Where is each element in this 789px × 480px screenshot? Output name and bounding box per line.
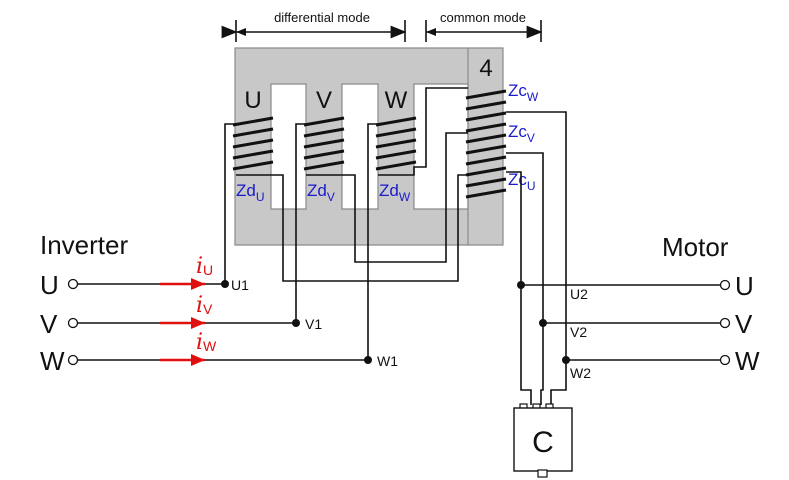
node-w2: W2 [570,365,591,381]
motor-phase-v: V [735,309,753,339]
differential-mode-dimension: differential mode common mode [221,10,543,42]
node-v2: V2 [570,324,587,340]
core-number: 4 [479,55,492,82]
junction-dots [221,280,570,364]
zd-v-label: ZdV [307,181,335,204]
node-w1: W1 [377,353,398,369]
zd-u-label: ZdU [236,181,265,204]
capacitor-label: C [532,426,554,459]
motor-phase-u: U [735,271,754,301]
motor-phase-w: W [735,346,760,376]
current-iv-label: iV [196,293,213,318]
leg-label-w: W [385,87,408,114]
zc-v-label: ZcV [508,122,535,145]
node-u1: U1 [231,277,249,293]
zc-u-label: ZcU [508,170,536,193]
coil-zd-w [375,116,417,171]
coil-zc [465,89,507,199]
zd-w-label: ZdW [379,181,411,204]
inverter-phase-u: U [40,270,59,300]
common-mode-label: common mode [440,10,526,25]
leg-label-v: V [316,87,332,114]
coil-zd-u [232,116,274,171]
current-arrows [160,278,205,366]
inverter-phase-w: W [40,346,65,376]
zc-w-label: ZcW [508,81,539,104]
motor-title: Motor [662,232,729,262]
transformer-core: 4 U V W [234,47,504,246]
current-iw-label: iW [196,330,217,355]
node-u2: U2 [570,286,588,302]
inverter-title: Inverter [40,230,128,260]
leg-label-u: U [244,87,261,114]
terminals [67,278,731,366]
capacitor-block: C [513,403,573,478]
differential-mode-label: differential mode [274,10,370,25]
inverter-phase-v: V [40,309,58,339]
current-iu-label: iU [196,254,213,279]
coil-zd-v [303,116,345,171]
node-v1: V1 [305,316,322,332]
